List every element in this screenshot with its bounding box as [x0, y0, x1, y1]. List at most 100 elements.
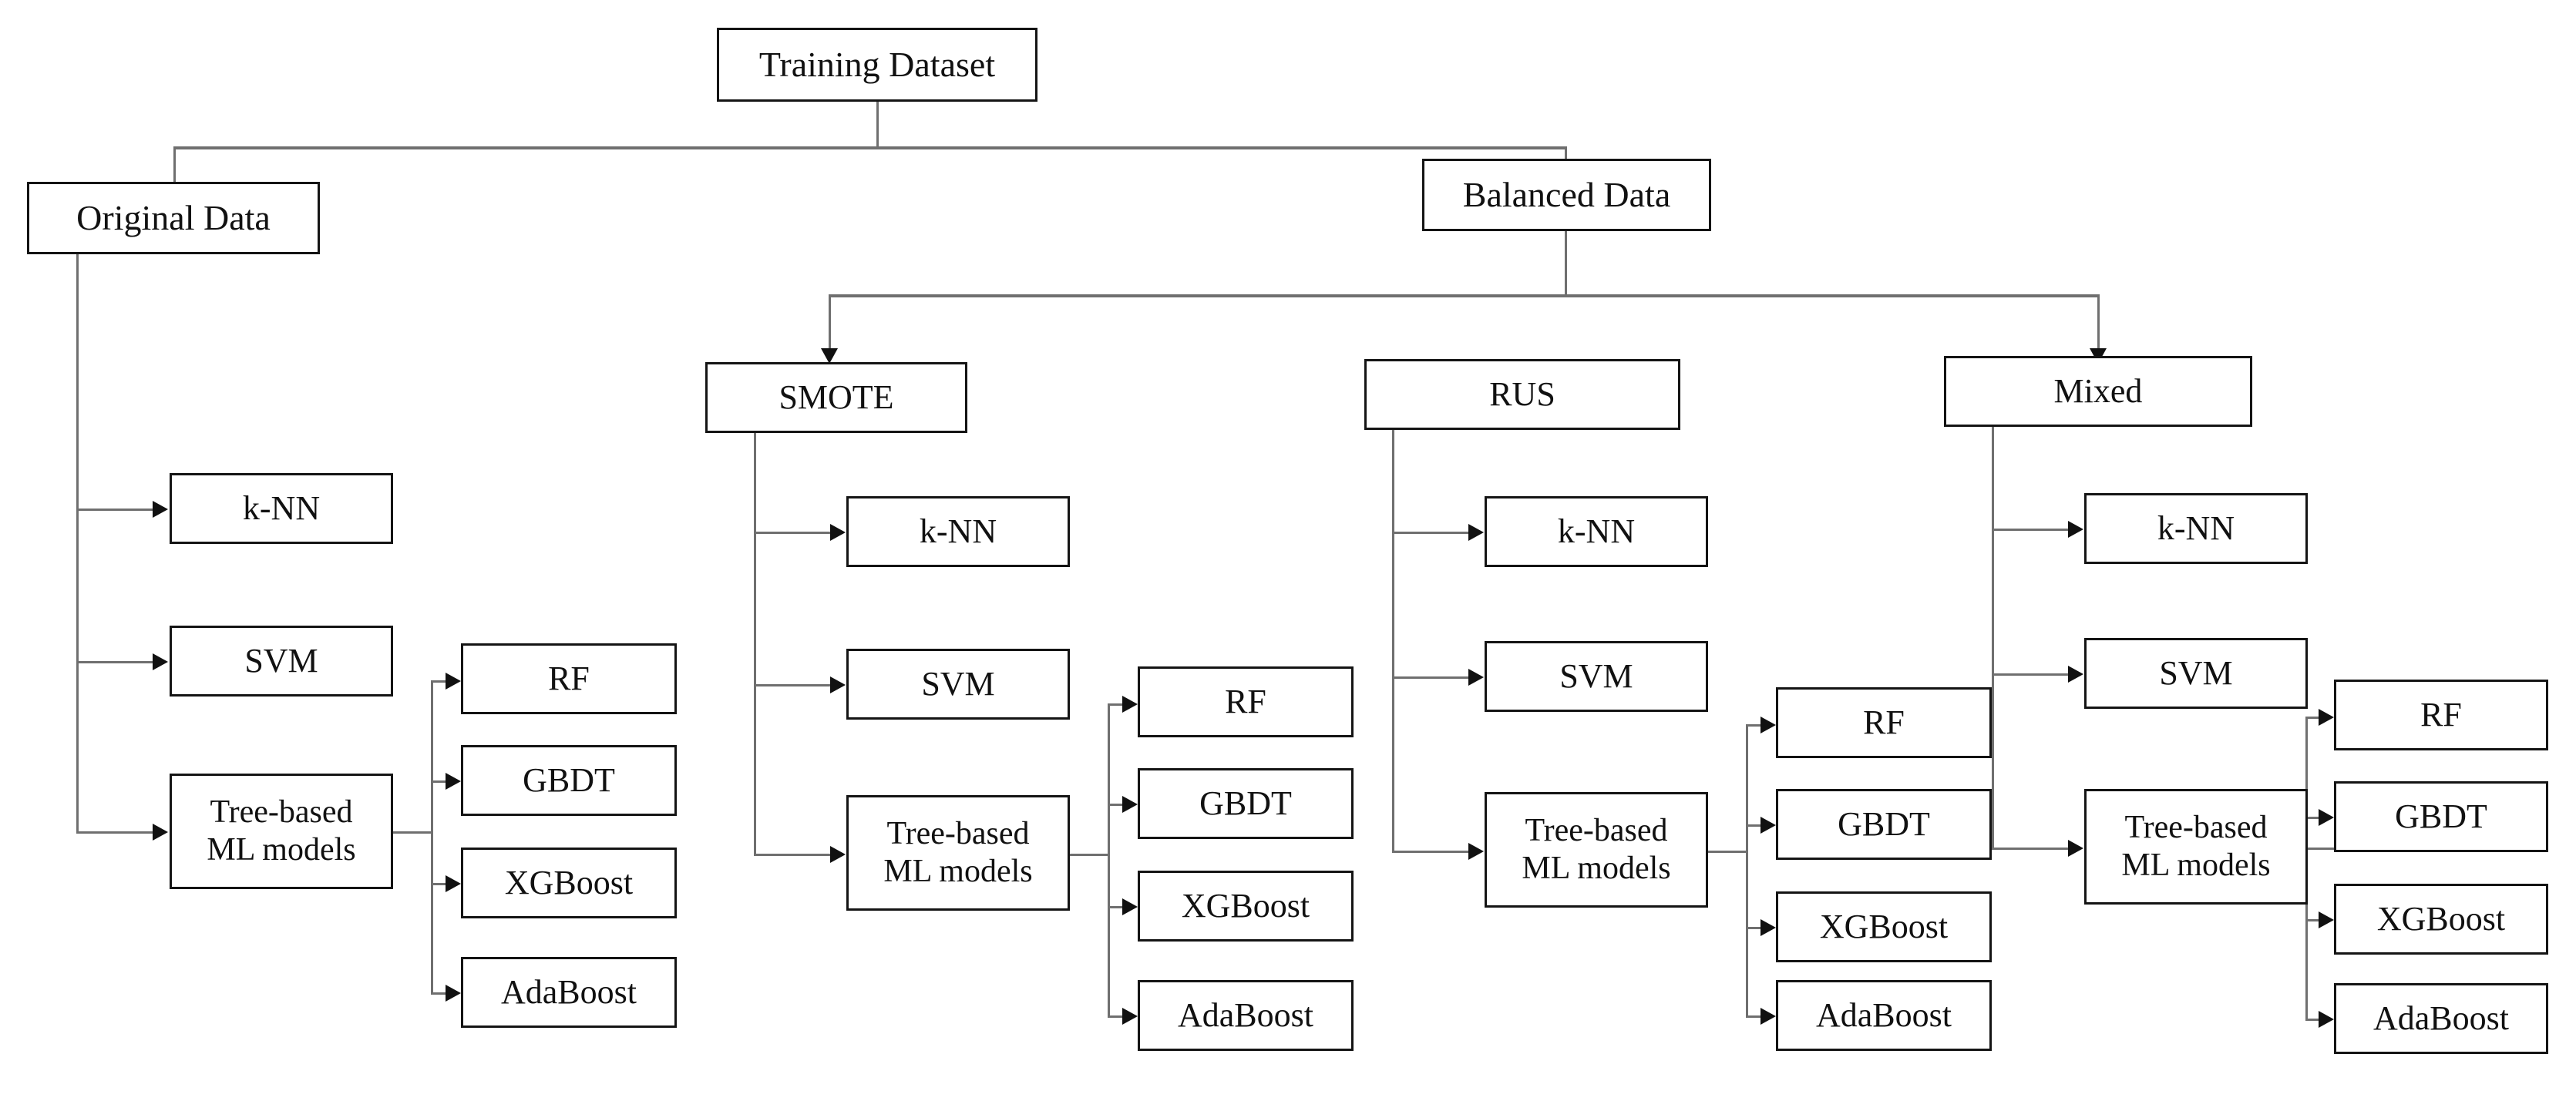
node-original-gbdt[interactable]: GBDT: [461, 745, 677, 816]
arrowhead-original-gbdt: [446, 773, 461, 790]
arrowhead-rus-rf: [1760, 717, 1776, 733]
connector-original-to-svm: [76, 661, 157, 663]
arrowhead-original-adaboost: [446, 985, 461, 1002]
connector-rus-to-gbdt: [1746, 824, 1764, 827]
node-original-xgboost[interactable]: XGBoost: [461, 848, 677, 918]
arrowhead-rus-svm: [1468, 669, 1484, 686]
arrowhead-rus-knn: [1468, 524, 1484, 541]
connector-balanced-stem: [1565, 231, 1567, 296]
connector-mixed-to-knn: [1992, 529, 2073, 531]
connector-level1-bar: [173, 146, 1567, 149]
node-mixed-svm[interactable]: SVM: [2084, 638, 2308, 709]
connector-rus-ensemble-spine: [1746, 724, 1748, 1017]
node-original-rf[interactable]: RF: [461, 643, 677, 714]
node-rus-tree-based[interactable]: Tree-based ML models: [1485, 792, 1708, 908]
arrowhead-smote-tree: [830, 846, 846, 863]
connector-smote-tree-stub: [1070, 854, 1110, 856]
arrowhead-mixed-svm: [2068, 666, 2083, 683]
arrowhead-rus-adaboost: [1760, 1008, 1776, 1025]
node-original-knn[interactable]: k-NN: [170, 473, 393, 544]
connector-smote-to-gbdt: [1108, 804, 1126, 806]
connector-smote-to-tree: [754, 854, 835, 856]
node-mixed-adaboost[interactable]: AdaBoost: [2334, 983, 2548, 1054]
arrowhead-original-tree: [153, 824, 168, 841]
node-training-dataset[interactable]: Training Dataset: [717, 28, 1037, 102]
arrowhead-smote-adaboost: [1122, 1008, 1138, 1025]
node-smote-knn[interactable]: k-NN: [846, 496, 1070, 567]
node-rus-gbdt[interactable]: GBDT: [1776, 789, 1992, 860]
node-smote-tree-based[interactable]: Tree-based ML models: [846, 795, 1070, 911]
node-smote-rf[interactable]: RF: [1138, 666, 1354, 737]
connector-branch-smote-spine: [754, 433, 756, 856]
connector-original-tree-stub: [393, 831, 433, 834]
node-mixed-gbdt[interactable]: GBDT: [2334, 781, 2548, 852]
connector-original-to-tree: [76, 831, 157, 834]
arrowhead-smote-gbdt: [1122, 796, 1138, 813]
arrowhead-smote-svm: [830, 676, 846, 693]
connector-original-to-xgboost: [431, 883, 449, 885]
node-mixed[interactable]: Mixed: [1944, 356, 2252, 427]
arrowhead-mixed-xgboost: [2319, 911, 2334, 928]
arrowhead-original-rf: [446, 673, 461, 690]
connector-rus-to-svm: [1392, 676, 1473, 679]
connector-to-mixed: [2097, 294, 2100, 352]
arrowhead-mixed-adaboost: [2319, 1011, 2334, 1028]
arrowhead-rus-tree: [1468, 843, 1484, 860]
arrowhead-rus-gbdt: [1760, 817, 1776, 834]
connector-to-original-data: [173, 146, 176, 183]
node-rus-adaboost[interactable]: AdaBoost: [1776, 980, 1992, 1051]
arrowhead-original-xgboost: [446, 875, 461, 892]
connector-original-to-adaboost: [431, 992, 449, 995]
arrowhead-mixed-knn: [2068, 521, 2083, 538]
node-smote-adaboost[interactable]: AdaBoost: [1138, 980, 1354, 1051]
connector-rus-to-tree: [1392, 851, 1473, 853]
node-rus-xgboost[interactable]: XGBoost: [1776, 891, 1992, 962]
node-original-tree-based[interactable]: Tree-based ML models: [170, 774, 393, 889]
node-smote-svm[interactable]: SVM: [846, 649, 1070, 720]
node-rus-rf[interactable]: RF: [1776, 687, 1992, 758]
node-mixed-xgboost[interactable]: XGBoost: [2334, 884, 2548, 955]
arrowhead-mixed-rf: [2319, 709, 2334, 726]
connector-mixed-to-adaboost: [2305, 1019, 2322, 1021]
connector-rus-to-knn: [1392, 532, 1473, 534]
node-balanced-data[interactable]: Balanced Data: [1422, 159, 1711, 231]
arrowhead-rus-xgboost: [1760, 919, 1776, 936]
arrowhead-original-svm: [153, 653, 168, 670]
connector-rus-to-rf: [1746, 724, 1764, 727]
node-smote[interactable]: SMOTE: [705, 362, 967, 433]
node-original-data[interactable]: Original Data: [27, 182, 320, 254]
arrowhead-mixed-tree: [2068, 840, 2083, 857]
connector-rus-tree-stub: [1708, 851, 1748, 853]
connector-rus-to-adaboost: [1746, 1015, 1764, 1018]
connector-smote-to-xgboost: [1108, 906, 1126, 908]
connector-rus-to-xgboost: [1746, 927, 1764, 929]
connector-to-balanced-data: [1565, 146, 1567, 159]
connector-original-to-gbdt: [431, 780, 449, 783]
node-mixed-tree-based[interactable]: Tree-based ML models: [2084, 789, 2308, 905]
node-original-adaboost[interactable]: AdaBoost: [461, 957, 677, 1028]
connector-mixed-to-tree: [1992, 848, 2073, 850]
connector-smote-to-rf: [1108, 703, 1126, 706]
node-smote-xgboost[interactable]: XGBoost: [1138, 871, 1354, 942]
connector-sampling-bar: [829, 294, 2099, 297]
connector-branch-mixed-spine: [1992, 427, 1994, 850]
node-rus-svm[interactable]: SVM: [1485, 641, 1708, 712]
node-original-svm[interactable]: SVM: [170, 626, 393, 697]
arrowhead-original-knn: [153, 501, 168, 518]
node-rus-knn[interactable]: k-NN: [1485, 496, 1708, 567]
connector-branch-rus-spine: [1392, 430, 1394, 853]
connector-smote-to-adaboost: [1108, 1015, 1126, 1018]
node-rus[interactable]: RUS: [1364, 359, 1680, 430]
connector-to-smote: [829, 294, 831, 352]
connector-mixed-to-gbdt: [2305, 817, 2322, 819]
node-smote-gbdt[interactable]: GBDT: [1138, 768, 1354, 839]
connector-original-to-knn: [76, 509, 157, 511]
connector-smote-ensemble-spine: [1108, 703, 1110, 1017]
arrowhead-smote-xgboost: [1122, 898, 1138, 915]
arrowhead-smote-knn: [830, 524, 846, 541]
connector-mixed-to-xgboost: [2305, 919, 2322, 921]
node-mixed-knn[interactable]: k-NN: [2084, 493, 2308, 564]
node-mixed-rf[interactable]: RF: [2334, 680, 2548, 750]
arrowhead-smote-rf: [1122, 696, 1138, 713]
